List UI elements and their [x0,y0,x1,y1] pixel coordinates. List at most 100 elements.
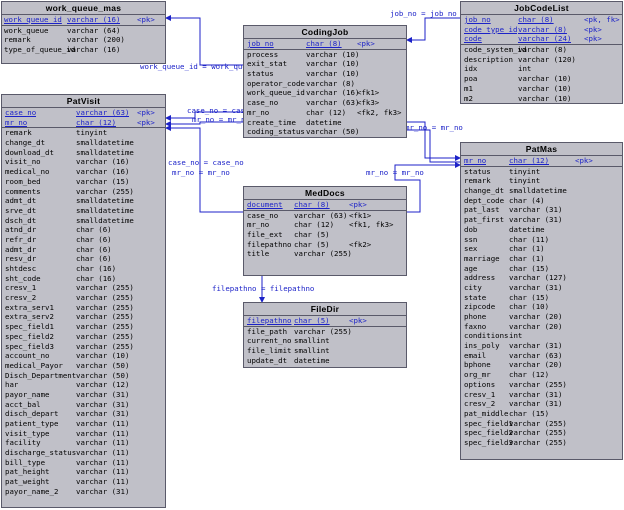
column-row[interactable]: phonevarchar (20) [461,312,622,322]
column-row[interactable]: mr_nochar (12)<fk1, fk3> [244,220,406,230]
column-row[interactable]: pat_weightvarchar (11) [2,477,165,487]
key-row[interactable]: case_novarchar (63)<pk> [2,108,165,118]
column-row[interactable]: emailvarchar (63) [461,351,622,361]
column-row[interactable]: work_queue_idvarchar (16)<fk1> [244,88,406,98]
column-row[interactable]: filepathnochar (5)<fk2> [244,240,406,250]
column-row[interactable]: sexchar (1) [461,244,622,254]
column-row[interactable]: spec_field3varchar (255) [2,342,165,352]
column-row[interactable]: visit_typevarchar (11) [2,429,165,439]
column-row[interactable]: room_bedvarchar (15) [2,177,165,187]
column-row[interactable]: shtdescchar (16) [2,264,165,274]
key-row[interactable]: mr_nochar (12)<pk> [461,156,622,166]
column-row[interactable]: conditionsint [461,331,622,341]
key-row[interactable]: job_nochar (8)<pk> [244,39,406,49]
column-row[interactable]: pat_firstvarchar (31) [461,215,622,225]
column-row[interactable]: sht_codechar (16) [2,274,165,284]
column-row[interactable]: medical_Payorvarchar (50) [2,361,165,371]
column-row[interactable]: visit_novarchar (16) [2,157,165,167]
table-file-dir[interactable]: FileDirfilepathnochar (5)<pk>file_pathva… [243,302,407,368]
column-row[interactable]: cresv_1varchar (255) [2,283,165,293]
key-row[interactable]: documentchar (8)<pk> [244,200,406,210]
column-row[interactable]: operator_codevarchar (8) [244,79,406,89]
column-row[interactable]: agechar (15) [461,264,622,274]
column-row[interactable]: update_dtdatetime [244,356,406,366]
column-row[interactable]: ssnchar (11) [461,235,622,245]
column-row[interactable]: facilityvarchar (11) [2,438,165,448]
column-row[interactable]: marriagechar (1) [461,254,622,264]
column-row[interactable]: pat_middlechar (15) [461,409,622,419]
column-row[interactable]: spec_field2varchar (255) [461,428,622,438]
column-row[interactable]: titlevarchar (255) [244,249,406,259]
column-row[interactable]: spec_field2varchar (255) [2,332,165,342]
column-row[interactable]: extra_serv2varchar (255) [2,312,165,322]
column-row[interactable]: statustinyint [461,167,622,177]
column-row[interactable]: file_extchar (5) [244,230,406,240]
column-row[interactable]: patient_typevarchar (11) [2,419,165,429]
column-row[interactable]: m2varchar (10) [461,94,622,104]
column-row[interactable]: idxint [461,64,622,74]
column-row[interactable]: file_limitsmallint [244,346,406,356]
column-row[interactable]: cresv_2varchar (255) [2,293,165,303]
column-row[interactable]: pat_lastvarchar (31) [461,205,622,215]
column-row[interactable]: disch_departvarchar (31) [2,409,165,419]
column-row[interactable]: statechar (15) [461,293,622,303]
column-row[interactable]: current_nosmallint [244,336,406,346]
column-row[interactable]: change_dtsmalldatetime [461,186,622,196]
column-row[interactable]: create_timedatetime [244,118,406,128]
column-row[interactable]: cresv_2varchar (31) [461,399,622,409]
column-row[interactable]: resv_drchar (6) [2,254,165,264]
column-row[interactable]: m1varchar (10) [461,84,622,94]
column-row[interactable]: medical_novarchar (16) [2,167,165,177]
column-row[interactable]: ins_polyvarchar (31) [461,341,622,351]
column-row[interactable]: spec_field3varchar (255) [461,438,622,448]
column-row[interactable]: spec_field1varchar (255) [2,322,165,332]
column-row[interactable]: Disch_Departmentvarchar (50) [2,371,165,381]
column-row[interactable]: admt_dtsmalldatetime [2,196,165,206]
column-row[interactable]: processvarchar (10) [244,50,406,60]
key-row[interactable]: code_type_idvarchar (8)<pk> [461,25,622,35]
table-med-docs[interactable]: MedDocsdocumentchar (8)<pk>case_novarcha… [243,186,407,276]
column-row[interactable]: pat_heightvarchar (11) [2,467,165,477]
column-row[interactable]: poavarchar (10) [461,74,622,84]
column-row[interactable]: addressvarchar (127) [461,273,622,283]
column-row[interactable]: spec_field1varchar (255) [461,419,622,429]
column-row[interactable]: dobdatetime [461,225,622,235]
column-row[interactable]: dsch_dtsmalldatetime [2,216,165,226]
column-row[interactable]: remarkvarchar (200) [2,35,165,45]
column-row[interactable]: payor_name_2varchar (31) [2,487,165,497]
column-row[interactable]: bill_typevarchar (11) [2,458,165,468]
column-row[interactable]: commentsvarchar (255) [2,187,165,197]
key-row[interactable]: filepathnochar (5)<pk> [244,316,406,326]
column-row[interactable]: work_queuevarchar (64) [2,26,165,36]
table-coding-job[interactable]: CodingJobjob_nochar (8)<pk>processvarcha… [243,25,407,138]
column-row[interactable]: exit_statvarchar (10) [244,59,406,69]
column-row[interactable]: bphonevarchar (20) [461,360,622,370]
column-row[interactable]: download_dtsmalldatetime [2,148,165,158]
key-row[interactable]: mr_nochar (12)<pk> [2,118,165,128]
column-row[interactable]: optionsvarchar (255) [461,380,622,390]
key-row[interactable]: job_nochar (8)<pk, fk> [461,15,622,25]
column-row[interactable]: type_of_queue_idvarchar (16) [2,45,165,55]
column-row[interactable]: refr_drchar (6) [2,235,165,245]
column-row[interactable]: dept_codechar (4) [461,196,622,206]
column-row[interactable]: coding_statusvarchar (50) [244,127,406,137]
column-row[interactable]: change_dtsmalldatetime [2,138,165,148]
column-row[interactable]: payor_namevarchar (31) [2,390,165,400]
column-row[interactable]: code_system_idvarchar (8) [461,45,622,55]
key-row[interactable]: work_queue_idvarchar (16)<pk> [2,15,165,25]
column-row[interactable]: acct_balvarchar (31) [2,400,165,410]
column-row[interactable]: srve_dtsmalldatetime [2,206,165,216]
table-pat-visit[interactable]: PatVisitcase_novarchar (63)<pk>mr_nochar… [1,94,166,508]
column-row[interactable]: descriptionvarchar (120) [461,55,622,65]
column-row[interactable]: file_pathvarchar (255) [244,327,406,337]
column-row[interactable]: mr_nochar (12)<fk2, fk3> [244,108,406,118]
table-pat-mas[interactable]: PatMasmr_nochar (12)<pk>statustinyintrem… [460,142,623,460]
column-row[interactable]: cityvarchar (31) [461,283,622,293]
column-row[interactable]: case_novarchar (63)<fk1> [244,211,406,221]
table-work-queue-mas[interactable]: work_queue_maswork_queue_idvarchar (16)<… [1,1,166,64]
column-row[interactable]: remarktinyint [2,128,165,138]
column-row[interactable]: atnd_drchar (6) [2,225,165,235]
column-row[interactable]: zipcodechar (10) [461,302,622,312]
column-row[interactable]: org_mrchar (12) [461,370,622,380]
column-row[interactable]: remarktinyint [461,176,622,186]
